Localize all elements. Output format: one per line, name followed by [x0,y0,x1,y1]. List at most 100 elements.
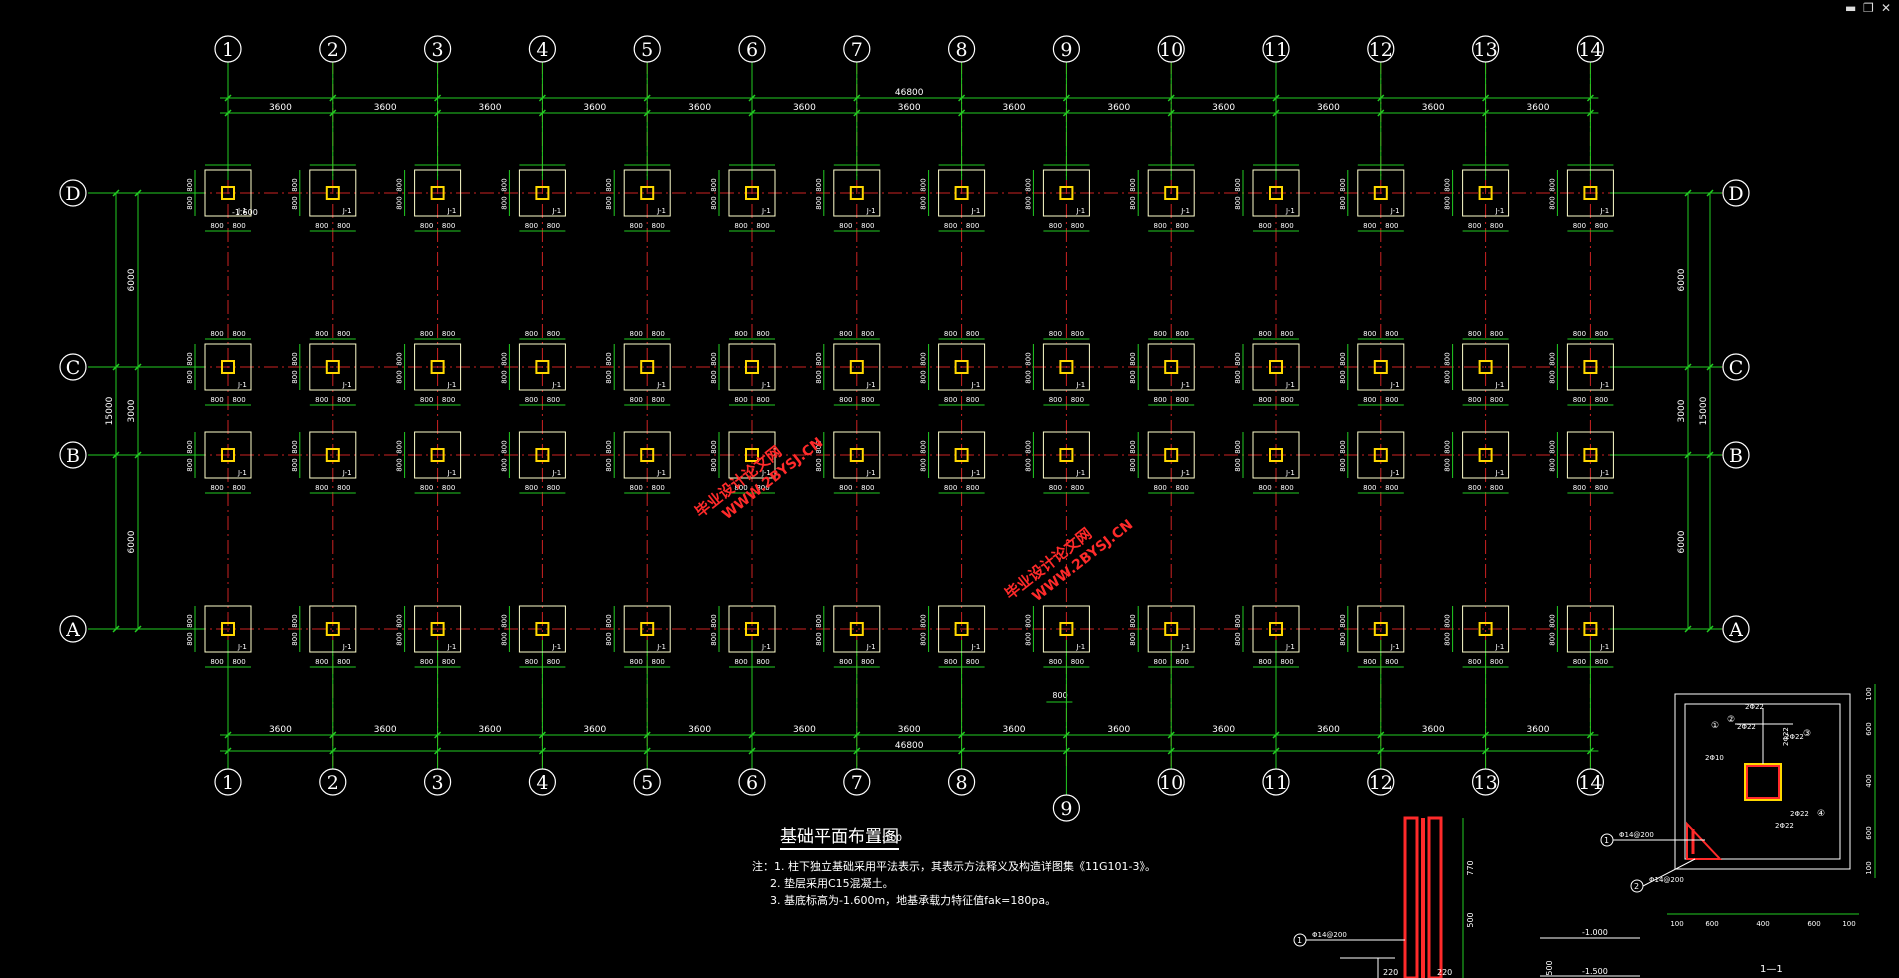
bay-spacing-label-bottom: 3600 [269,725,292,735]
footing-half-width-label: 800 [315,658,328,666]
detail-bar-mark: ③ [1803,729,1811,739]
footing-half-width-label: 800 [315,222,328,230]
footing-outline [1357,431,1405,479]
axis-bubble-top-5: 5 [641,39,653,61]
bay-spacing-label-bottom: 3600 [898,725,921,735]
footing-half-width-label: 800 [1280,396,1293,404]
column-section [745,448,759,462]
axis-bubble-left-A-circle [59,615,87,643]
restore-icon[interactable]: ❐ [1863,1,1874,15]
column-section [325,622,340,636]
footing-half-width-label: 800 [1339,352,1347,365]
footing-label: J-1 [1285,207,1295,215]
bay-spacing-label-bottom: 3600 [1422,725,1445,735]
section-column-rebar-left [1403,816,1419,978]
detail-column [1744,763,1782,801]
bay-spacing-label-top: 3600 [479,103,502,113]
footing-half-width-label: 800 [1024,632,1032,645]
footing-half-width-label: 800 [1573,222,1586,230]
footing-half-width-label: 800 [1024,352,1032,365]
axis-bubble-right-D: D [1728,183,1743,205]
detail-rebar-label: 2Φ22 [1775,822,1794,830]
footing-outline [728,431,776,479]
column-section [1269,448,1283,462]
detail-dim-bottom-label: 100 [1670,920,1683,928]
footing-half-width-label: 800 [500,178,508,191]
column-section [1583,360,1598,374]
footing-half-width-label: 800 [1024,440,1032,453]
footing-half-width-label: 800 [1154,484,1167,492]
note-1: 注：1. 柱下独立基础采用平法表示，其表示方法释义及构造详图集《11G101-3… [752,860,1156,873]
footing-half-width-label: 800 [1234,352,1242,365]
bay-spacing-label-top: 3600 [269,103,292,113]
footing-half-width-label: 800 [710,632,718,645]
dim-tick [112,363,120,371]
footing-outline [623,431,671,479]
footing-half-width-label: 800 [1444,178,1452,191]
footing-half-width-label: 800 [1049,222,1062,230]
footing-outline [1252,169,1300,217]
footing-outline [1042,169,1090,217]
minimize-icon[interactable]: ▬ [1845,1,1857,15]
footing-half-width-label: 800 [605,458,613,471]
bay-spacing-label-top: 3600 [374,103,397,113]
footing-label: J-1 [656,643,666,651]
axis-bubble-top-13-circle [1471,35,1500,63]
bay-spacing-label-top: 3600 [1212,103,1235,113]
footing-half-width-label: 800 [420,484,433,492]
footing-half-width-label: 800 [966,222,979,230]
footing-outline [518,343,566,391]
section-callout-mark: 1 [1297,936,1302,945]
bay-spacing-label-bottom: 3600 [1527,725,1550,735]
detail-dim-bottom-label: 100 [1842,920,1855,928]
footing-half-width-label: 800 [966,658,979,666]
footing-half-width-label: 800 [186,178,194,191]
footing-half-width-label: 800 [547,396,560,404]
dim-tick [1684,451,1692,459]
footing-label: J-1 [866,469,876,477]
footing-label: J-1 [866,381,876,389]
footing-half-width-label: 800 [944,330,957,338]
column-section [1373,360,1388,374]
footing-half-width-label: 800 [1548,614,1556,627]
footing-half-width-label: 800 [1385,658,1398,666]
footing-half-width-label: 800 [1339,458,1347,471]
bay-spacing-label-bottom: 3600 [1317,725,1340,735]
footing-outline [1042,605,1090,653]
footing-half-width-label: 800 [1176,330,1189,338]
overall-depth-label-right: 15000 [1699,396,1709,425]
footing-half-width-label: 800 [1490,330,1503,338]
footing-label: J-1 [551,207,561,215]
footing-half-width-label: 800 [1129,178,1137,191]
footing-outline [1357,605,1405,653]
footing-outline [1462,605,1510,653]
axis-bubble-top-3-circle [424,35,452,63]
detail-inner [1684,703,1841,860]
footing-half-width-label: 800 [652,484,665,492]
footing-half-width-label: 800 [1548,196,1556,209]
axis-bubble-top-1-circle [214,35,242,63]
bay-spacing-label-bottom: 3600 [1003,725,1026,735]
dim-tick [112,189,120,197]
footing-outline [1566,605,1614,653]
footing-label: J-1 [971,207,981,215]
close-icon[interactable]: ✕ [1881,1,1892,15]
footing-outline [309,605,357,653]
footing-label: J-1 [237,643,247,651]
footing-half-width-label: 800 [500,196,508,209]
footing-half-width-label: 800 [1339,196,1347,209]
axis-bubble-top-10-circle [1157,35,1185,63]
footing-half-width-label: 800 [605,614,613,627]
dim-tick [112,451,120,459]
footing-outline [309,431,357,479]
